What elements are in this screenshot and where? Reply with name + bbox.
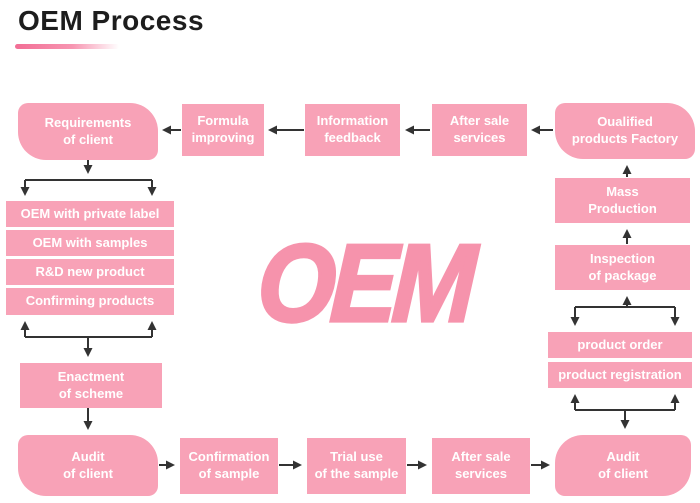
- node-after-sale-services-top: After sale services: [432, 104, 527, 156]
- node-information-feedback: Information feedback: [305, 104, 400, 156]
- node-oem-with-private-label: OEM with private label: [6, 201, 174, 227]
- node-confirmation-of-sample: Confirmation of sample: [180, 438, 278, 494]
- node-inspection-of-package: Inspection of package: [555, 245, 690, 290]
- title-underline: [15, 44, 119, 49]
- node-after-sale-services-bottom: After sale services: [432, 438, 530, 494]
- node-formula-improving: Formula improving: [182, 104, 264, 156]
- node-rd-new-product: R&D new product: [6, 259, 174, 285]
- node-product-registration: product registration: [548, 362, 692, 388]
- node-qualified-products-factory: Oualified products Factory: [555, 103, 695, 159]
- node-enactment-of-scheme: Enactment of scheme: [20, 363, 162, 408]
- node-trial-use-of-the-sample: Trial use of the sample: [307, 438, 406, 494]
- node-oem-with-samples: OEM with samples: [6, 230, 174, 256]
- node-audit-of-client-right: Audit of client: [555, 435, 691, 496]
- node-mass-production: Mass Production: [555, 178, 690, 223]
- node-confirming-products: Confirming products: [6, 288, 174, 315]
- page-title: OEM Process: [18, 5, 205, 36]
- node-product-order: product order: [548, 332, 692, 358]
- node-audit-of-client-left: Audit of client: [18, 435, 158, 496]
- node-requirements-of-client: Requirements of client: [18, 103, 158, 160]
- oem-center-logo: OEM: [254, 220, 476, 346]
